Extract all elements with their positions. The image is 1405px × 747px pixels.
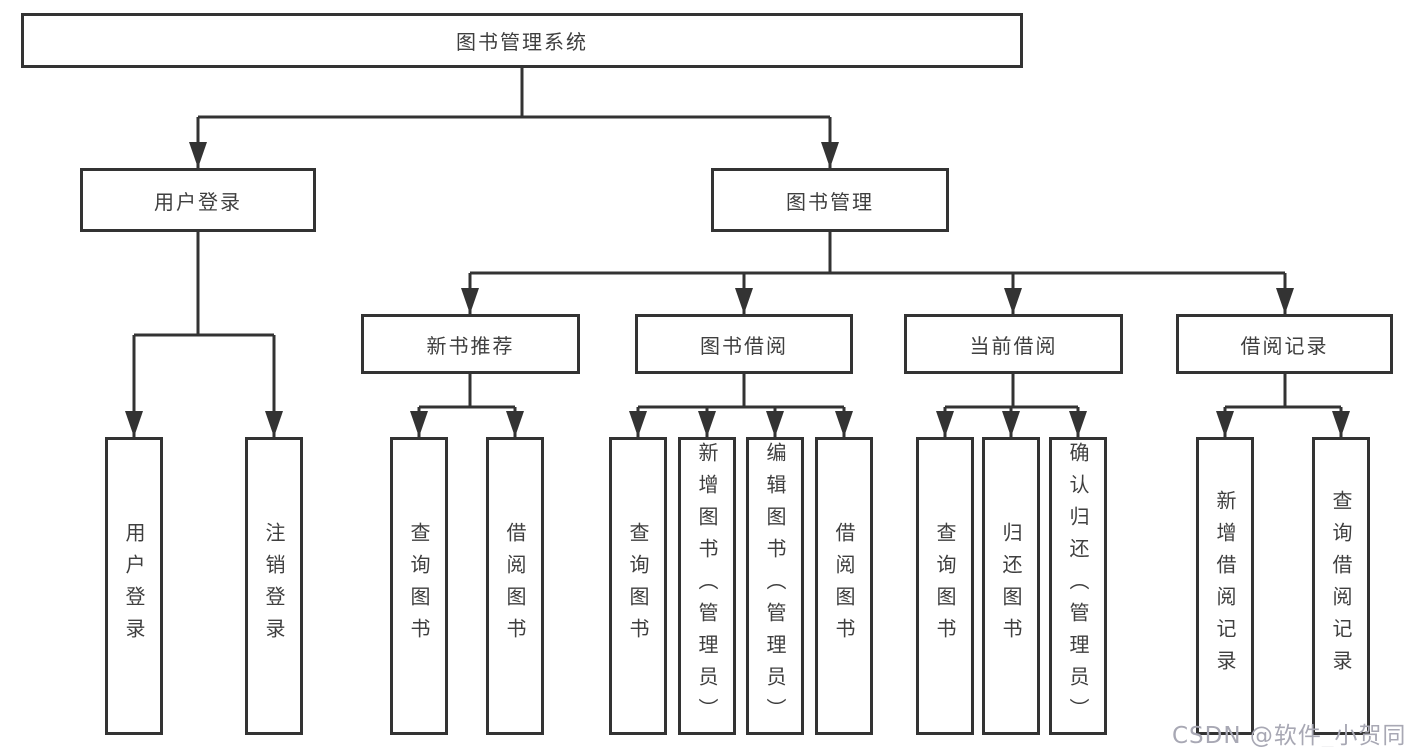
leaf-user-login: 用户登录: [105, 437, 163, 735]
node-new-book-recommendation: 新书推荐: [361, 314, 580, 374]
node-label: 新书推荐: [426, 333, 515, 358]
leaf-label: 注销登录: [262, 522, 286, 650]
leaf-label: 借阅图书: [503, 522, 527, 650]
node-label: 当前借阅: [969, 333, 1058, 358]
leaf-label: 查询图书: [933, 522, 957, 650]
node-current-borrowing: 当前借阅: [904, 314, 1123, 374]
leaf-add-borrow-record: 新增借阅记录: [1196, 437, 1254, 735]
leaf-label: 归还图书: [999, 522, 1023, 650]
leaf-return-books: 归还图书: [982, 437, 1040, 735]
leaf-confirm-return-admin: 确认归还（管理员）: [1049, 437, 1107, 735]
leaf-label: 编辑图书（管理员）: [763, 442, 787, 730]
leaf-add-books-admin: 新增图书（管理员）: [678, 437, 736, 735]
leaf-label: 新增图书（管理员）: [695, 442, 719, 730]
leaf-label: 用户登录: [122, 522, 146, 650]
leaf-query-books-borrowing: 查询图书: [609, 437, 667, 735]
leaf-query-borrow-record: 查询借阅记录: [1312, 437, 1370, 735]
leaf-borrow-books-recommend: 借阅图书: [486, 437, 544, 735]
leaf-label: 查询图书: [407, 522, 431, 650]
node-book-management: 图书管理: [711, 168, 949, 232]
node-borrow-records: 借阅记录: [1176, 314, 1393, 374]
node-label: 图书管理: [786, 189, 874, 214]
csdn-watermark: CSDN @软件_小贺同学: [1172, 723, 1405, 747]
node-user-login: 用户登录: [80, 168, 316, 232]
leaf-logout-login: 注销登录: [245, 437, 303, 735]
leaf-label: 借阅图书: [832, 522, 856, 650]
node-label: 图书借阅: [700, 333, 788, 358]
node-label: 图书管理系统: [456, 30, 588, 54]
node-book-borrowing: 图书借阅: [635, 314, 853, 374]
leaf-label: 新增借阅记录: [1213, 490, 1237, 682]
node-label: 借阅记录: [1240, 333, 1329, 358]
node-library-management-system: 图书管理系统: [21, 13, 1023, 68]
node-label: 用户登录: [154, 189, 242, 214]
leaf-label: 查询借阅记录: [1329, 490, 1353, 682]
leaf-edit-books-admin: 编辑图书（管理员）: [746, 437, 804, 735]
leaf-query-books-recommend: 查询图书: [390, 437, 448, 735]
leaf-query-books-current: 查询图书: [916, 437, 974, 735]
leaf-borrow-books-borrowing: 借阅图书: [815, 437, 873, 735]
leaf-label: 确认归还（管理员）: [1066, 442, 1090, 730]
leaf-label: 查询图书: [626, 522, 650, 650]
